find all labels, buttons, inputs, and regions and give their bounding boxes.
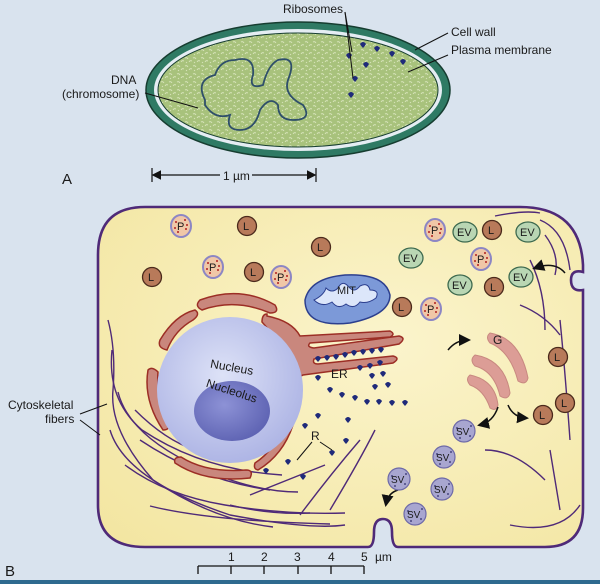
- plasma-membrane: [157, 32, 439, 148]
- svg-text:P: P: [177, 221, 184, 233]
- lysosome: L: [483, 276, 505, 298]
- endocytic-vesicle: EV: [447, 274, 473, 296]
- secretory-vesicle: SV: [452, 419, 476, 443]
- endocytic-vesicle: EV: [508, 266, 534, 288]
- plasma-membrane-label: Plasma membrane: [451, 43, 552, 57]
- endocytic-vesicle: EV: [398, 247, 424, 269]
- golgi: [467, 332, 529, 410]
- mitochondrion: MIT: [304, 274, 391, 325]
- svg-text:P: P: [431, 225, 438, 237]
- svg-text:L: L: [250, 267, 256, 279]
- svg-text:SV: SV: [456, 427, 470, 438]
- mitochondrion-label: MIT: [337, 285, 356, 297]
- scale-tick-4: 4: [328, 550, 335, 564]
- svg-text:EV: EV: [513, 272, 528, 284]
- prokaryotic-cell: Ribosomes Cell wall Plasma membrane DNA …: [62, 2, 552, 188]
- dna-chromosome: [200, 58, 308, 131]
- cytoskeleton-leader: [79, 403, 108, 436]
- transport-arrows: [381, 259, 566, 507]
- scale-tick-5: 5: [361, 550, 368, 564]
- fibers-label: fibers: [45, 412, 74, 426]
- chromosome-label: (chromosome): [62, 87, 139, 101]
- svg-text:EV: EV: [457, 227, 472, 239]
- lysosome: L: [236, 215, 258, 237]
- endocytic-vesicle: EV: [515, 221, 541, 243]
- peroxisome: P: [270, 265, 292, 289]
- peroxisome: P: [424, 218, 446, 242]
- nucleolus: [194, 381, 270, 441]
- secretory-vesicle: SV: [432, 445, 456, 469]
- svg-text:L: L: [243, 221, 249, 233]
- svg-text:SV: SV: [434, 485, 448, 496]
- lysosome: L: [141, 266, 163, 288]
- lysosome: L: [532, 404, 554, 426]
- peroxisomes: P P P P P P: [170, 214, 492, 321]
- panel-b-label: B: [5, 563, 15, 580]
- cytoskeletal-label: Cytoskeletal: [8, 398, 73, 412]
- lysosome: L: [481, 219, 503, 241]
- scale-bar-a-label: 1 µm: [223, 169, 250, 183]
- svg-text:L: L: [398, 302, 404, 314]
- svg-text:L: L: [488, 225, 494, 237]
- endocytic-vesicles: EV EV EV EV EV: [398, 221, 541, 296]
- peroxisome: P: [202, 255, 224, 279]
- svg-text:SV: SV: [391, 475, 405, 486]
- svg-text:EV: EV: [520, 227, 535, 239]
- bottom-border: [0, 580, 600, 584]
- secretory-vesicles: SV SV SV SV SV: [387, 419, 476, 526]
- svg-text:P: P: [277, 272, 284, 284]
- peroxisome: P: [470, 247, 492, 271]
- svg-text:P: P: [477, 254, 484, 266]
- svg-text:P: P: [209, 262, 216, 274]
- lysosome: L: [391, 296, 413, 318]
- endocytic-vesicle: EV: [452, 221, 478, 243]
- svg-text:L: L: [148, 272, 154, 284]
- scale-tick-3: 3: [294, 550, 301, 564]
- golgi-label: G: [493, 333, 502, 347]
- secretory-vesicle: SV: [430, 477, 454, 501]
- secretory-vesicle: SV: [387, 467, 411, 491]
- leader-lines-a: [144, 11, 449, 109]
- scale-bar-b: [197, 565, 365, 574]
- svg-text:SV: SV: [407, 510, 421, 521]
- scale-tick-2: 2: [261, 550, 268, 564]
- er-label: ER: [331, 367, 348, 381]
- svg-text:EV: EV: [452, 280, 467, 292]
- panel-a-label: A: [62, 171, 72, 188]
- lysosome: L: [547, 346, 569, 368]
- svg-text:L: L: [317, 242, 323, 254]
- peroxisome: P: [420, 297, 442, 321]
- lysosomes: L L L L L L L L L L: [141, 215, 576, 426]
- scale-tick-1: 1: [228, 550, 235, 564]
- cell-wall-label: Cell wall: [451, 25, 496, 39]
- svg-text:SV: SV: [436, 453, 450, 464]
- ribosomes-r-label: R: [311, 429, 320, 443]
- svg-text:P: P: [427, 304, 434, 316]
- ribosome-leader: [296, 441, 333, 461]
- ribosomes-label: Ribosomes: [283, 2, 343, 16]
- svg-text:L: L: [490, 282, 496, 294]
- scale-bar-a: [151, 168, 317, 182]
- peroxisome: P: [170, 214, 192, 238]
- dna-label: DNA: [111, 73, 136, 87]
- svg-text:EV: EV: [403, 253, 418, 265]
- lysosome: L: [243, 261, 265, 283]
- lysosome: L: [554, 392, 576, 414]
- scale-unit: µm: [375, 550, 392, 564]
- eukaryotic-cell: Cytoskeletal fibers Nucleus Nucleolus ER: [5, 205, 585, 580]
- svg-text:L: L: [539, 410, 545, 422]
- lysosome: L: [310, 236, 332, 258]
- secretory-vesicle: SV: [403, 502, 427, 526]
- svg-text:L: L: [561, 398, 567, 410]
- svg-text:L: L: [554, 352, 560, 364]
